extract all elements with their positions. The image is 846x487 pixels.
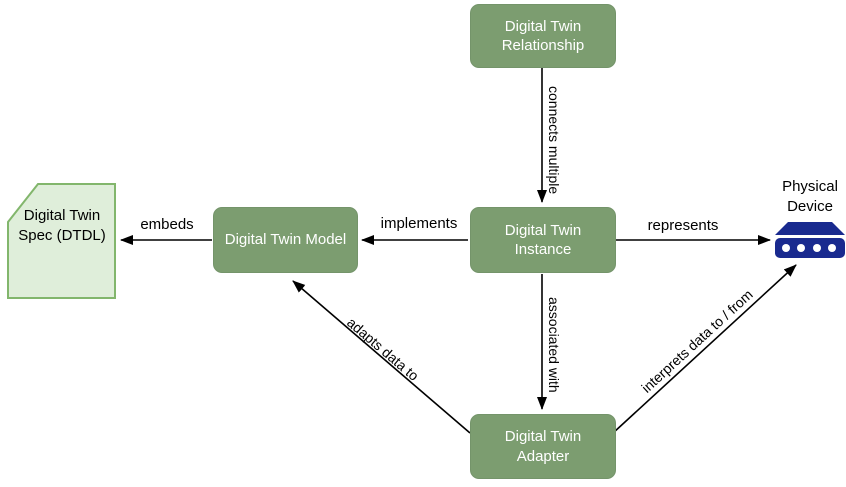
node-digital-twin-adapter: Digital Twin Adapter [470, 414, 616, 479]
node-label: Digital Twin Adapter [504, 428, 582, 465]
node-digital-twin-instance: Digital Twin Instance [470, 207, 616, 273]
edge-label-embeds: embeds [140, 216, 194, 233]
arrow-adapts-data-to [292, 280, 471, 434]
physical-device-label: Physical Device [782, 178, 838, 215]
spec-document-label: Digital Twin Spec (DTDL) [18, 207, 106, 245]
node-label: Digital Twin Instance [504, 221, 582, 259]
spec-document-shape [7, 183, 116, 299]
node-label: Digital Twin Model [224, 231, 347, 249]
edge-label-associated-with: associated with [546, 297, 562, 393]
edge-label-implements: implements [380, 215, 458, 232]
edge-label-connects-multiple: connects multiple [546, 85, 562, 195]
node-digital-twin-model: Digital Twin Model [213, 207, 358, 273]
arrow-interprets-data [612, 264, 797, 434]
physical-device-icon [775, 222, 845, 258]
edge-label-represents: represents [647, 217, 719, 234]
node-digital-twin-relationship: Digital Twin Relationship [470, 4, 616, 68]
node-label: Digital Twin Relationship [501, 17, 585, 55]
